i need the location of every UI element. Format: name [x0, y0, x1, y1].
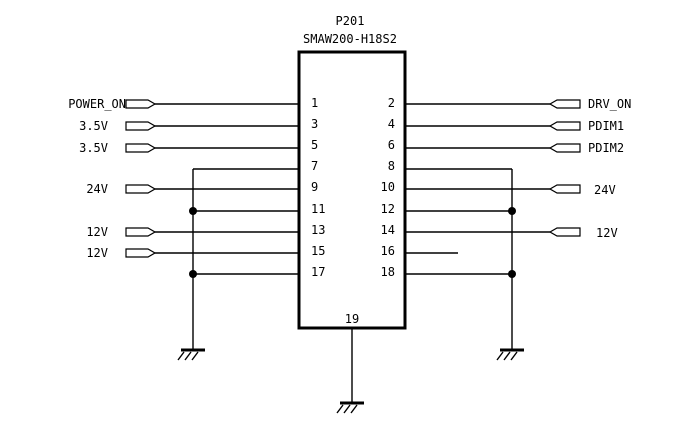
net-label-24v-right: 24V	[594, 183, 616, 197]
pin-number: 11	[311, 202, 325, 216]
pin-number: 18	[381, 265, 395, 279]
pin-number: 4	[388, 117, 395, 131]
net-label-pdim1: PDIM1	[588, 119, 624, 133]
ground-icon	[177, 348, 205, 361]
component-part-number: SMAW200-H18S2	[303, 32, 397, 46]
pin-number: 15	[311, 244, 325, 258]
ground-icon	[496, 348, 524, 361]
port-flag-pdim1	[548, 121, 581, 131]
pin-number: 5	[311, 138, 318, 152]
pin-number: 7	[311, 159, 318, 173]
pin-number: 9	[311, 180, 318, 194]
pin-number: 3	[311, 117, 318, 131]
pin-number: 17	[311, 265, 325, 279]
connector-body	[297, 50, 407, 330]
pin-number: 2	[388, 96, 395, 110]
port-flag-power-on	[125, 99, 157, 109]
pin-number: 13	[311, 223, 325, 237]
junction-dot	[508, 270, 516, 278]
right-port-flags	[548, 99, 581, 237]
junction-dot	[189, 207, 197, 215]
net-label-drv-on: DRV_ON	[588, 97, 631, 111]
port-flag-drv-on	[548, 99, 581, 109]
net-label-power-on: POWER_ON	[68, 97, 126, 111]
pin-number: 14	[381, 223, 395, 237]
port-flag-24v-left	[125, 184, 157, 194]
net-label-3v5-a: 3.5V	[79, 119, 108, 133]
pin-number: 1	[311, 96, 318, 110]
net-label-12v-right: 12V	[596, 226, 618, 240]
pin-number: 10	[381, 180, 395, 194]
port-flag-12v-b	[125, 248, 157, 258]
left-net-labels: POWER_ON 3.5V 3.5V 24V 12V 12V	[68, 97, 126, 260]
pin-number: 6	[388, 138, 395, 152]
left-port-flags	[125, 99, 157, 258]
component-reference: P201	[336, 14, 365, 28]
junction-dot	[189, 270, 197, 278]
net-label-3v5-b: 3.5V	[79, 141, 108, 155]
pin-number: 16	[381, 244, 395, 258]
left-pin-numbers: 1 3 5 7 9 11 13 15 17	[311, 96, 325, 279]
pin-number: 12	[381, 202, 395, 216]
port-flag-24v-right	[548, 184, 581, 194]
right-net-labels: DRV_ON PDIM1 PDIM2 24V 12V	[588, 97, 631, 240]
ground-icon	[336, 401, 364, 414]
net-label-pdim2: PDIM2	[588, 141, 624, 155]
pin-number: 8	[388, 159, 395, 173]
net-label-24v-left: 24V	[86, 182, 108, 196]
port-flag-12v-right	[548, 227, 581, 237]
left-wires	[155, 103, 299, 350]
net-label-12v-b: 12V	[86, 246, 108, 260]
pin-number-bottom: 19	[345, 312, 359, 326]
junction-dot	[508, 207, 516, 215]
port-flag-12v-a	[125, 227, 157, 237]
net-label-12v-a: 12V	[86, 225, 108, 239]
port-flag-pdim2	[548, 143, 581, 153]
right-wires	[405, 103, 550, 350]
port-flag-3v5-b	[125, 143, 157, 153]
port-flag-3v5-a	[125, 121, 157, 131]
right-pin-numbers: 2 4 6 8 10 12 14 16 18	[381, 96, 395, 279]
